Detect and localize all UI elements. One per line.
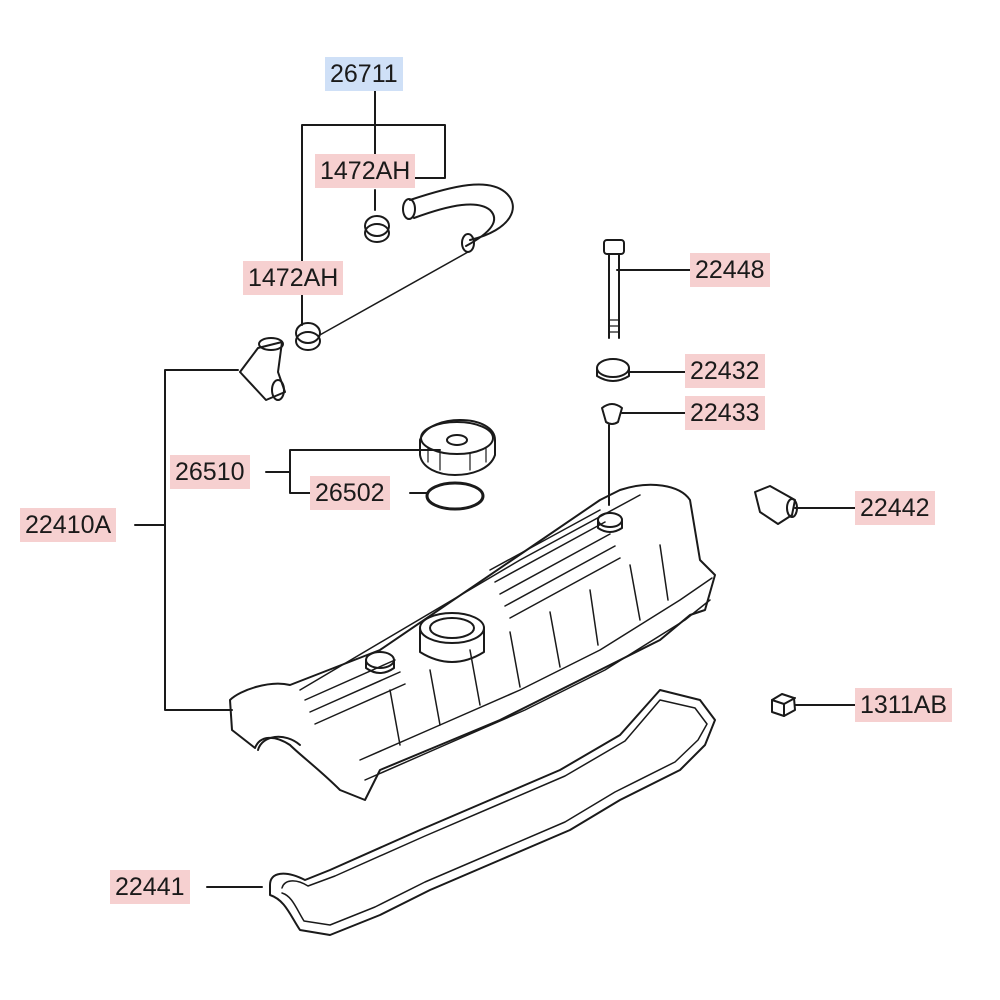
part-label-1311ab[interactable]: 1311AB (855, 688, 953, 722)
part-label-22441[interactable]: 22441 (110, 870, 190, 904)
rocker-cover (229, 483, 716, 801)
washer-seal (601, 403, 623, 425)
pcv-plug (754, 485, 798, 525)
part-label-22432[interactable]: 22432 (685, 354, 765, 388)
elbow-fitting (239, 337, 286, 401)
cover-gasket (269, 689, 716, 936)
part-label-1472ah-upper[interactable]: 1472AH (315, 154, 416, 188)
hose-clamp-upper (364, 215, 390, 243)
part-label-1472ah-lower[interactable]: 1472AH (243, 261, 344, 295)
breather-hose (317, 183, 514, 337)
nut (771, 693, 796, 717)
o-ring-gasket (425, 481, 485, 511)
grommet (596, 358, 630, 382)
part-label-22442[interactable]: 22442 (855, 491, 935, 525)
oil-filler-cap (419, 419, 496, 476)
hose-clamp-lower (295, 322, 321, 351)
leader-lines (134, 89, 856, 888)
part-label-22433[interactable]: 22433 (685, 396, 765, 430)
part-label-26502[interactable]: 26502 (310, 476, 390, 510)
bolt (603, 239, 625, 339)
part-label-26510[interactable]: 26510 (170, 455, 250, 489)
part-label-22448[interactable]: 22448 (690, 253, 770, 287)
part-label-22410a[interactable]: 22410A (20, 508, 117, 542)
part-label-26711[interactable]: 26711 (325, 57, 403, 91)
